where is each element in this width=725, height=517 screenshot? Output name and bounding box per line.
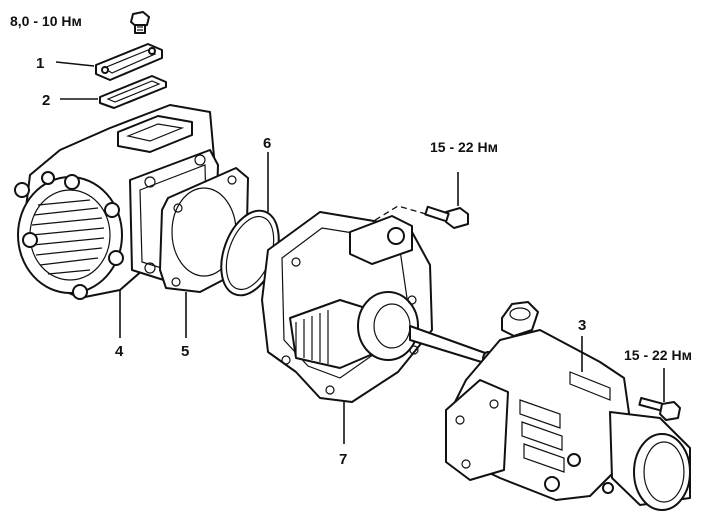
bolt-icon-middle (424, 205, 469, 229)
part-label-3: 3 (578, 317, 586, 334)
leader-line-1 (55, 61, 95, 67)
part-label-7: 7 (339, 451, 347, 468)
housing-ribs (519, 371, 611, 473)
part-3-rear-housing (445, 301, 691, 511)
part-label-5: 5 (181, 343, 189, 360)
part-label-4: 4 (115, 343, 124, 360)
part-label-2: 2 (42, 92, 50, 109)
part-7-intermediate-case (261, 211, 494, 403)
torque-label-right: 15 - 22 Нм (624, 347, 692, 363)
cooling-fins (31, 199, 105, 275)
torque-label-top: 8,0 - 10 Нм (10, 13, 82, 29)
part-1-cover-plate (95, 43, 163, 81)
cover-bolt-icons (14, 171, 124, 300)
torque-label-middle: 15 - 22 Нм (430, 139, 498, 155)
plug-bolt-icon (130, 11, 150, 34)
bolt-icon-right (638, 396, 681, 421)
part-label-1: 1 (36, 55, 44, 72)
part-label-6: 6 (263, 135, 271, 152)
gear-teeth (295, 310, 329, 364)
part-2-gasket (99, 75, 167, 109)
